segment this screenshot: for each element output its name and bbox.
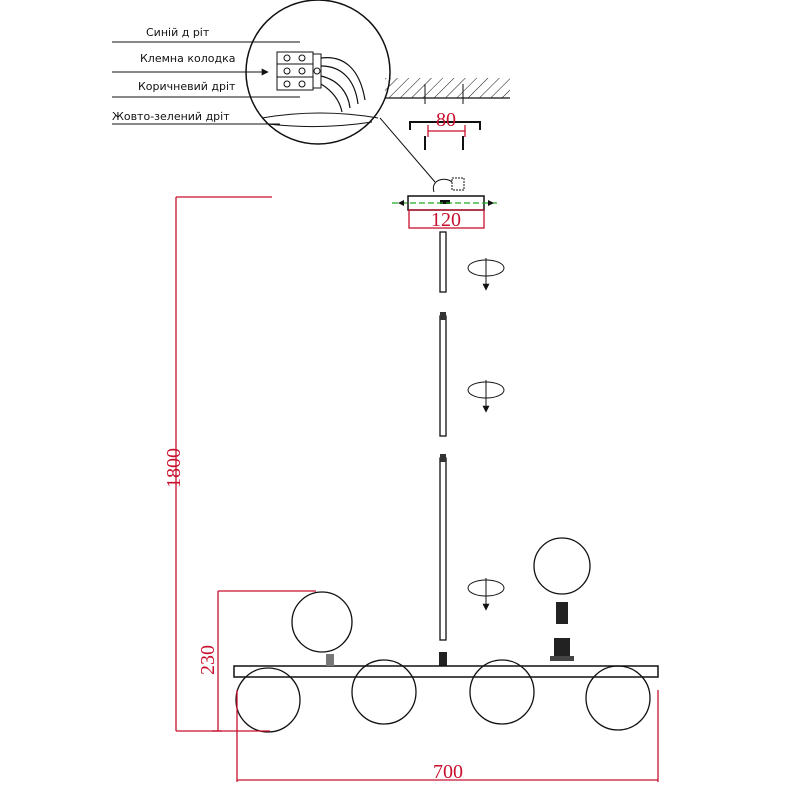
ground-wire-label: Жовто-зелений дріт	[112, 110, 230, 123]
total-height-value: 1800	[163, 448, 185, 488]
suspension-rods	[439, 231, 447, 666]
globe-1	[235, 667, 301, 733]
wiring-detail-circle	[245, 0, 436, 183]
total-width-value: 700	[433, 761, 463, 783]
globe-4	[585, 665, 651, 731]
detail-pointer	[379, 117, 436, 183]
rotate-icon	[467, 380, 505, 413]
mounting-bracket: 80	[409, 109, 481, 150]
globe-2	[351, 659, 417, 725]
wire-labels: Синій д ріт Клемна колодка Коричневий др…	[112, 26, 300, 125]
canopy-terminal-icon	[451, 177, 465, 191]
rod-segment-2	[439, 315, 447, 437]
globe-3	[469, 659, 535, 725]
socket-icon	[554, 638, 570, 656]
rod-segment-3	[439, 457, 447, 641]
ceiling	[385, 78, 510, 104]
rotate-icon	[467, 578, 505, 611]
ground-symbol-icon	[313, 67, 321, 75]
canopy-dimension-box	[408, 209, 485, 229]
terminal-block-icon	[276, 51, 314, 91]
terminal-block-label: Клемна колодка	[140, 52, 235, 65]
spare-globe	[533, 537, 591, 595]
lamp-body	[233, 537, 659, 733]
bulb-icon	[556, 602, 568, 624]
top-globe	[291, 591, 353, 653]
rotation-arrows	[467, 258, 505, 611]
blue-wire-label: Синій д ріт	[146, 26, 210, 39]
canopy: 120	[392, 177, 500, 231]
rotate-icon	[467, 258, 505, 291]
dimension-lines: 1800 230 700	[163, 196, 659, 783]
rod-segment-1	[439, 231, 447, 293]
brown-wire-label: Коричневий дріт	[138, 80, 236, 93]
globe-height-value: 230	[197, 645, 219, 675]
canopy-width-value: 120	[431, 209, 461, 231]
bracket-width-value: 80	[436, 109, 456, 131]
ceiling-hatch	[385, 78, 510, 98]
horizontal-bar	[233, 665, 659, 678]
zoom-circle	[245, 0, 391, 145]
rod-connector	[439, 652, 447, 666]
